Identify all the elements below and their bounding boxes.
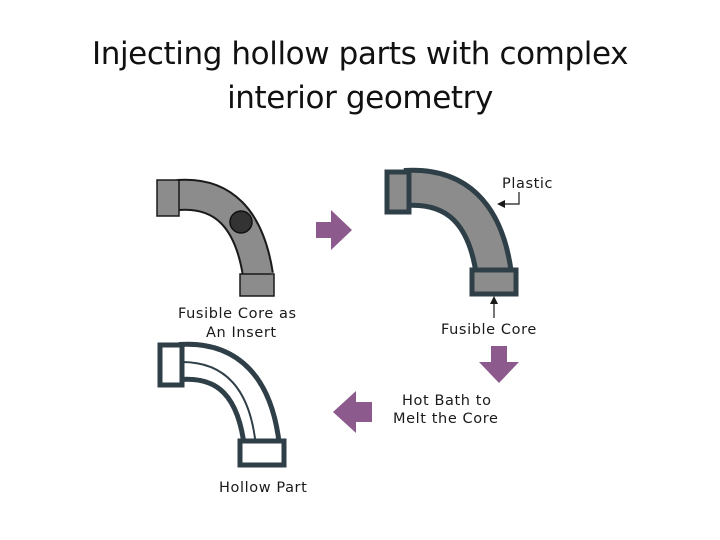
plastic-top-end: [384, 169, 412, 215]
plastic-label: Plastic: [502, 176, 553, 192]
plastic-bottom-end: [469, 267, 519, 297]
plastic-leader-arrowhead: [497, 200, 505, 208]
hollow-bottom-end: [237, 438, 287, 468]
core-bend-fill: [176, 180, 272, 278]
core-top-end: [156, 179, 180, 217]
hollow-part-label: Hollow Part: [219, 480, 307, 496]
step3-label-line2: Melt the Core: [393, 411, 499, 427]
fusible-core-label: Fusible Core: [441, 322, 537, 338]
plastic-leader-line: [504, 192, 520, 205]
title-line-1: Injecting hollow parts with complex: [91, 36, 629, 72]
core-bottom-end: [239, 273, 275, 297]
arrow-right-icon: [316, 210, 352, 250]
step3-label-line1: Hot Bath to: [402, 393, 492, 409]
core-leader-arrowhead: [490, 296, 498, 304]
hollow-top-end: [157, 342, 185, 388]
step1-label-line2: An Insert: [206, 325, 277, 341]
plastic-bend-inner: [404, 172, 509, 278]
fusible-core-insert-figure: [156, 178, 275, 297]
step1-label-line1: Fusible Core as: [178, 306, 297, 322]
slide-title: Injecting hollow parts with complex inte…: [60, 32, 660, 120]
hollow-cavity: [178, 346, 277, 449]
arrow-left-icon: [333, 391, 372, 433]
hollow-inner-line: [181, 361, 257, 448]
injected-part-figure: [384, 167, 519, 297]
arrow-down-icon: [479, 346, 519, 383]
title-line-2: interior geometry: [227, 80, 493, 116]
insert-ball: [229, 210, 253, 234]
hollow-part-figure: [157, 341, 287, 468]
